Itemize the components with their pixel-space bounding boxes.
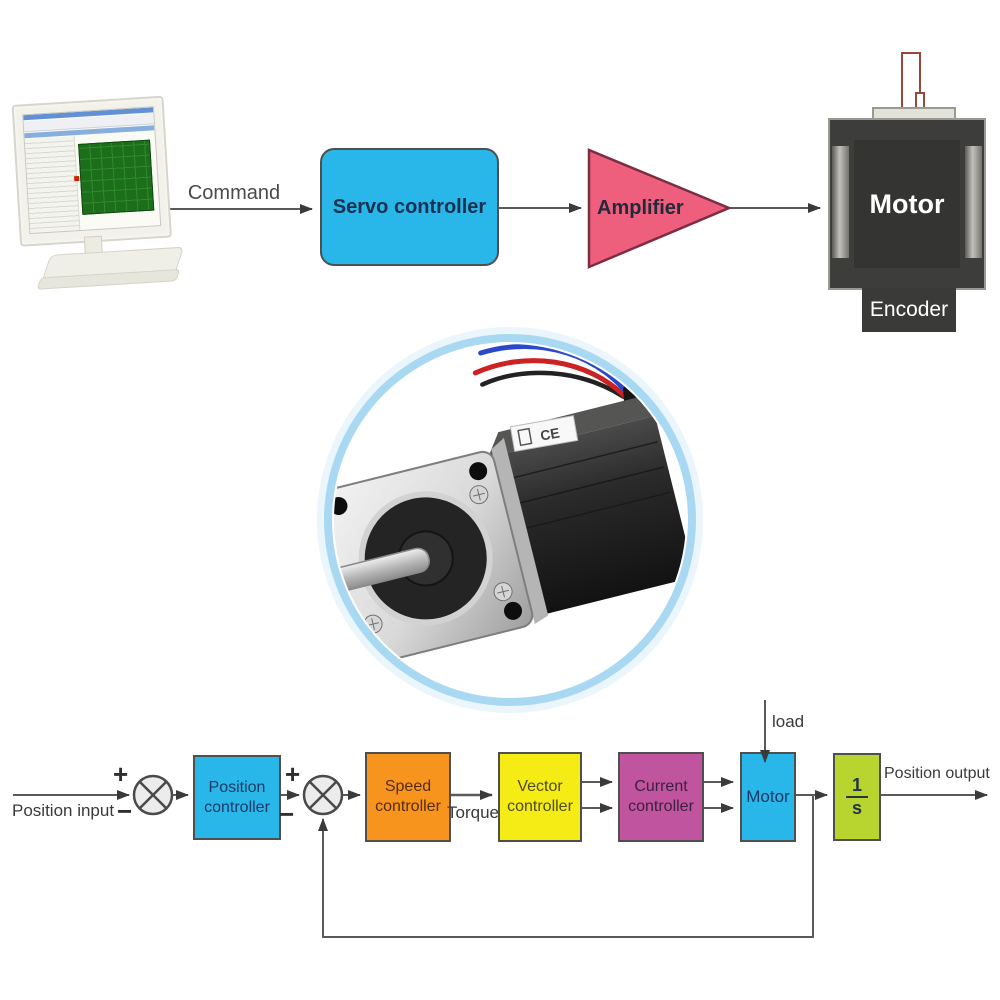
current-controller-box: Current controller <box>618 752 704 842</box>
output-shaft <box>334 547 430 609</box>
sum1-plus-sign: + <box>113 759 129 789</box>
speed-controller-box: Speed controller <box>365 752 451 842</box>
fraction-numerator: 1 <box>845 775 868 798</box>
integrator-box: 1 s <box>833 753 881 841</box>
sum2-plus-sign: + <box>285 759 301 789</box>
load-label: load <box>772 712 805 731</box>
feedback-loop-line <box>318 795 814 938</box>
monitor-screen <box>22 106 162 235</box>
plate-edge <box>491 437 549 624</box>
motor-label: Motor <box>869 188 945 219</box>
amplifier-label: Amplifier <box>597 197 684 219</box>
vector-controller-box: Vector controller <box>498 752 582 842</box>
motor-body-left-strip <box>832 146 849 258</box>
servo-controller-box: Servo controller <box>320 148 499 266</box>
stepper-motor-photo: CE <box>317 327 703 713</box>
software-record-dot <box>73 175 80 182</box>
position-output-label: Position output <box>884 765 990 782</box>
computer-monitor <box>10 78 185 293</box>
amplifier-triangle <box>587 148 733 269</box>
one-over-s-fraction: 1 s <box>845 775 868 818</box>
wire-black <box>480 370 626 400</box>
summing-junction-1 <box>132 774 174 816</box>
motor-photo-art: CE <box>334 344 686 666</box>
motor-body-inner <box>854 140 960 268</box>
summing-junction-2 <box>302 774 344 816</box>
wire-red <box>472 358 631 403</box>
motor-body-box: Motor <box>828 118 986 290</box>
software-side-panel <box>24 136 81 234</box>
monitor-tilt-wrapper <box>4 73 187 298</box>
motor-side-body <box>488 415 686 619</box>
motor-body-right-strip <box>965 146 982 258</box>
fraction-denominator: s <box>851 798 862 818</box>
position-input-label: Position input <box>12 801 115 820</box>
position-controller-box: Position controller <box>193 755 281 840</box>
torque-label: Torque <box>447 803 499 822</box>
software-plot-area <box>78 139 155 215</box>
command-label: Command <box>187 182 281 204</box>
motor-loop-box: Motor <box>740 752 796 842</box>
monitor-frame <box>11 95 172 247</box>
sum1-minus-sign: − <box>117 796 133 826</box>
sum2-minus-sign: − <box>279 799 295 829</box>
ce-label: CE <box>509 415 579 453</box>
encoder-box: Encoder <box>862 288 956 332</box>
svg-text:CE: CE <box>539 425 561 444</box>
